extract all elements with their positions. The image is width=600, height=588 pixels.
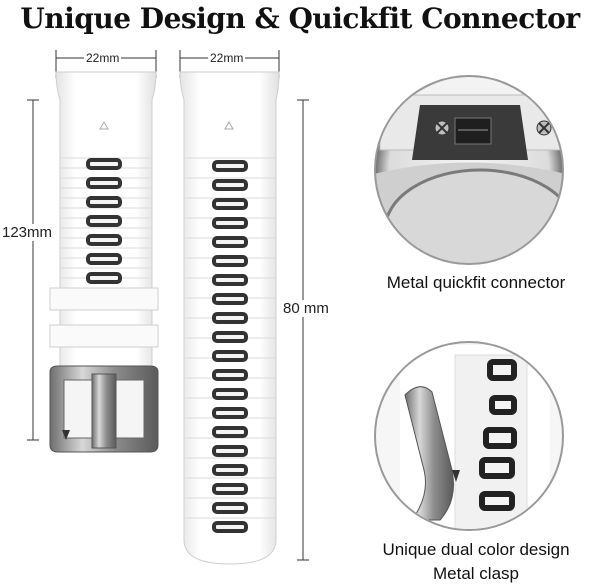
length-dimension-right [297,99,309,561]
design-caption: Unique dual color design [382,540,570,559]
width-label-left: 22mm [84,51,122,65]
strap-right [179,71,280,565]
clasp-caption: Metal clasp [433,564,519,583]
connector-caption: Metal quickfit connector [386,273,566,292]
width-label-right: 22mm [208,51,246,65]
length-dimension-left [27,99,39,441]
length-label-right: 80 mm [283,300,329,317]
length-label-left: 123mm [2,224,53,241]
clasp-detail-circle [374,341,564,531]
page-title: Unique Design & Quickfit Connector [20,2,580,35]
connector-detail-circle [374,75,564,265]
strap-left [49,71,159,453]
